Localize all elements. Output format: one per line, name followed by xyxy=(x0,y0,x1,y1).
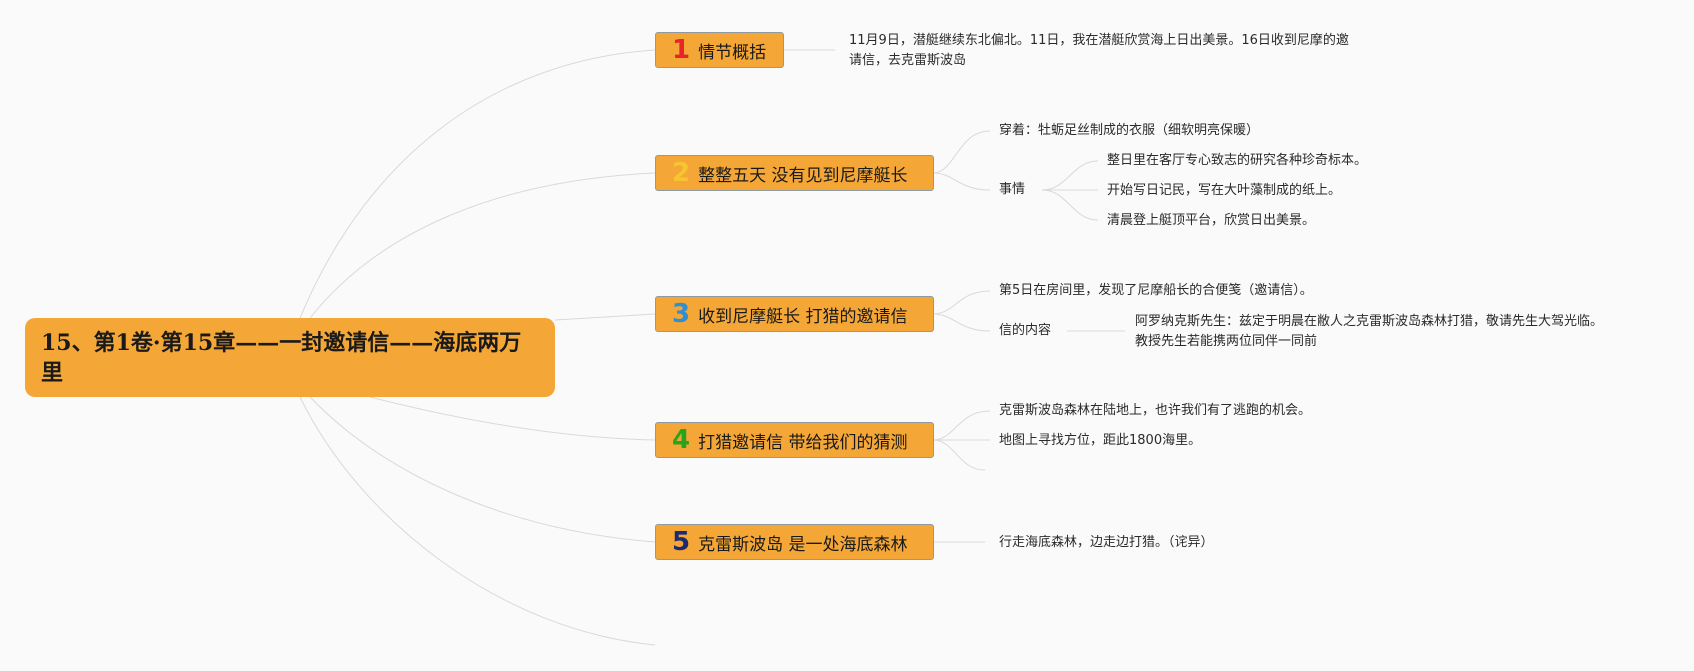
branch-5-leaf[interactable]: 行走海底森林，边走边打猎。（诧异） xyxy=(999,535,1214,550)
branch-1-topic[interactable]: 1 情节概括 xyxy=(655,32,784,68)
branch-4-leaf-1[interactable]: 克雷斯波岛森林在陆地上，也许我们有了逃跑的机会。 xyxy=(999,403,1312,418)
branch-2-topic[interactable]: 2 整整五天 没有见到尼摩艇长 xyxy=(655,155,934,191)
connector-branch-2-sub-1 xyxy=(1041,160,1099,191)
branch-3-leaf-letter-content[interactable]: 信的内容 xyxy=(999,323,1052,338)
branch-4-title: 打猎邀请信 带给我们的猜测 xyxy=(698,432,908,453)
branch-1-leaf[interactable]: 11月9日，潜艇继续东北偏北。11日，我在潜艇欣赏海上日出美景。16日收到尼摩的… xyxy=(849,33,1349,68)
branch-5-topic[interactable]: 5 克雷斯波岛 是一处海底森林 xyxy=(655,524,934,560)
root-topic-title: 15、第1卷·第15章——一封邀请信——海底两万里 xyxy=(41,330,522,386)
branch-1-title: 情节概括 xyxy=(698,42,767,63)
connector-root-branch-6 xyxy=(299,396,656,646)
branch-2-sub-3[interactable]: 清晨登上艇顶平台，欣赏日出美景。 xyxy=(1107,213,1316,228)
connector-branch-2-sub-3 xyxy=(1041,189,1099,221)
branch-2-leaf-affairs[interactable]: 事情 xyxy=(999,182,1026,197)
number-3-icon: 3 xyxy=(672,299,691,329)
branch-2-leaf-clothing[interactable]: 穿着：牡蛎足丝制成的衣服（细软明亮保暖） xyxy=(999,123,1260,138)
branch-2-sub-1[interactable]: 整日里在客厅专心致志的研究各种珍奇标本。 xyxy=(1107,153,1368,168)
connector-root-branch-5 xyxy=(309,396,656,543)
branch-2-title: 整整五天 没有见到尼摩艇长 xyxy=(698,165,908,186)
connector-branch-3-leaf-2 xyxy=(932,313,991,332)
connector-root-branch-1 xyxy=(299,49,656,319)
connector-root-branch-2 xyxy=(309,172,656,319)
connector-branch-4-leaf-3 xyxy=(932,439,986,471)
branch-3-leaf-discovery[interactable]: 第5日在房间里，发现了尼摩船长的合便笺（邀请信）。 xyxy=(999,283,1313,298)
connector-root-branch-4 xyxy=(369,396,656,441)
connector-branch-2-leaf-1 xyxy=(932,130,991,174)
branch-5-title: 克雷斯波岛 是一处海底森林 xyxy=(698,534,908,555)
connector-branch-3-leaf-1 xyxy=(932,290,991,315)
branch-4-leaf-2[interactable]: 地图上寻找方位，距此1800海里。 xyxy=(999,433,1202,448)
branch-3-title: 收到尼摩艇长 打猎的邀请信 xyxy=(698,306,908,327)
branch-3-sub-letter-text[interactable]: 阿罗纳克斯先生：兹定于明晨在敝人之克雷斯波岛森林打猎，敬请先生大驾光临。教授先生… xyxy=(1135,314,1604,349)
number-4-icon: 4 xyxy=(672,425,691,455)
number-2-icon: 2 xyxy=(672,158,691,188)
connector-branch-2-leaf-2 xyxy=(932,172,991,191)
connector-root-branch-3 xyxy=(554,313,656,321)
branch-2-sub-2[interactable]: 开始写日记民，写在大叶藻制成的纸上。 xyxy=(1107,183,1342,198)
number-5-icon: 5 xyxy=(672,527,691,557)
branch-4-topic[interactable]: 4 打猎邀请信 带给我们的猜测 xyxy=(655,422,934,458)
root-topic[interactable]: 15、第1卷·第15章——一封邀请信——海底两万里 xyxy=(25,318,555,397)
connector-branch-4-leaf-1 xyxy=(932,410,991,441)
number-1-icon: 1 xyxy=(672,35,691,65)
branch-3-topic[interactable]: 3 收到尼摩艇长 打猎的邀请信 xyxy=(655,296,934,332)
